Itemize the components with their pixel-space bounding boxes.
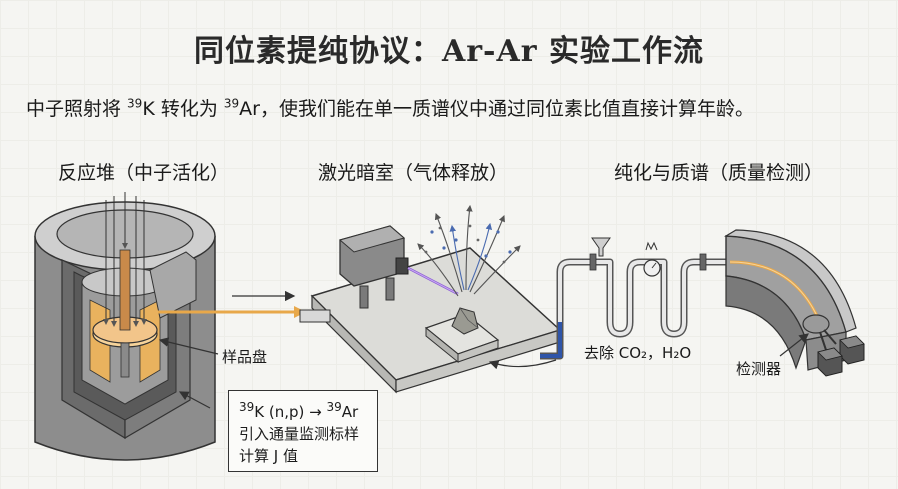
stage-title-reactor: 反应堆（中子活化） [58,162,230,184]
page-title: 同位素提纯协议：Ar-Ar 实验工作流 [193,34,705,69]
label-sample-tray: 样品盘 [222,348,268,366]
purification-line [488,237,730,370]
note-reaction-end: Ar [341,403,359,421]
note-sup-39-a: 39 [239,400,255,414]
mass-spectrometer [723,229,865,377]
detector-callout [779,333,809,357]
note-callout [178,391,211,409]
label-detector: 检测器 [736,360,782,378]
stage-title-laser: 激光暗室（气体释放） [318,162,509,184]
reaction-note-box: 39K (n,p) → 39Ar 引入通量监测标样 计算 J 值 [228,390,378,472]
subtitle-text-3: Ar，使我们能在单一质谱仪中通过同位素比值直接计算年龄。 [239,98,754,120]
reactor-vessel [34,192,216,461]
laser-chamber [299,204,562,394]
superscript-39-b: 39 [223,96,240,111]
note-sup-39-b: 39 [326,400,342,414]
label-remove-gas: 去除 CO₂，H₂O [584,344,692,362]
sample-tray-callout [158,337,219,355]
note-reaction-mid: K (n,p) → [254,403,327,421]
superscript-39-a: 39 [127,96,143,111]
subtitle: 中子照射将 39K 转化为 39Ar，使我们能在单一质谱仪中通过同位素比值直接计… [26,94,754,121]
subtitle-text-2: K 转化为 [142,98,224,120]
note-line-flux: 引入通量监测标样 [239,425,360,443]
stage-title-purify: 纯化与质谱（质量检测） [614,162,824,184]
subtitle-text-1: 中子照射将 [26,98,128,120]
note-reaction-line: 39K (n,p) → 39Ar [239,401,367,423]
note-line-j-value: 计算 J 值 [239,447,298,465]
